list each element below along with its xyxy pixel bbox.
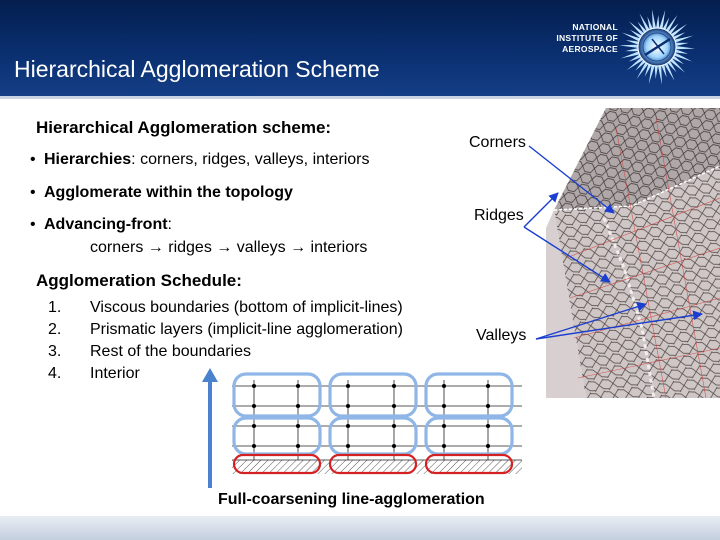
- schedule-item: Viscous boundaries (bottom of implicit-l…: [90, 299, 403, 316]
- title-underline: [0, 96, 720, 99]
- logo-line-1: NATIONAL: [572, 22, 618, 32]
- logo-ray: [635, 59, 646, 71]
- logo-ray: [664, 62, 675, 81]
- title-bar: Hierarchical Agglomeration Scheme NATION…: [0, 0, 720, 96]
- logo-ray: [637, 21, 647, 34]
- figure-caption: Full-coarsening line-agglomeration: [218, 491, 485, 508]
- advancing-front-sequence: corners → ridges → valleys → interiors: [90, 239, 368, 256]
- surface-mesh-image: [546, 108, 720, 398]
- logo-ray: [674, 35, 694, 43]
- section-title-hierarchical: Hierarchical Agglomeration scheme:: [36, 118, 332, 137]
- footer-bar: [0, 516, 720, 540]
- logo-ray: [621, 32, 641, 42]
- logo-ray: [675, 42, 689, 46]
- logo-ray: [636, 62, 649, 80]
- logo-ray: [626, 57, 644, 71]
- logo-ray: [647, 16, 653, 30]
- logo-ray: [625, 48, 639, 52]
- bullet-dot: •: [30, 184, 36, 201]
- logo-ray: [669, 58, 686, 73]
- logo-ray: [665, 14, 678, 32]
- logo-ray: [675, 46, 695, 50]
- logo-ray: [628, 21, 645, 36]
- logo-ray: [644, 63, 652, 77]
- logo-ray: [628, 54, 642, 62]
- logo-ray: [670, 23, 688, 37]
- logo-ray: [667, 60, 677, 73]
- section-title-schedule: Agglomeration Schedule:: [36, 271, 242, 290]
- slide-title: Hierarchical Agglomeration Scheme: [14, 56, 380, 82]
- institute-logo-icon: [619, 9, 695, 85]
- logo-ray: [654, 65, 658, 79]
- logo-ray: [659, 9, 666, 29]
- schedule-number: 4.: [48, 365, 62, 382]
- logo-ray: [662, 17, 670, 31]
- line-agglomeration-diagram: [202, 368, 522, 488]
- logo-ray: [625, 40, 639, 45]
- logo-ray: [620, 51, 640, 59]
- logo-ray: [675, 49, 689, 54]
- logo-ray: [661, 64, 667, 78]
- logo-ray: [672, 32, 686, 40]
- logo-ray: [673, 52, 693, 62]
- logo-line-2: INSTITUTE OF: [556, 33, 618, 43]
- schedule-number: 1.: [48, 299, 62, 316]
- logo-ray: [658, 65, 662, 85]
- bullet-advancing-front: •Advancing-front:: [30, 216, 172, 233]
- bullet-hierarchies: •Hierarchies: corners, ridges, valleys, …: [30, 151, 370, 168]
- logo-ray: [648, 65, 655, 85]
- logo-ray: [619, 44, 639, 48]
- logo-ray: [656, 15, 660, 29]
- logo-ray: [639, 13, 650, 32]
- logo-ray: [630, 29, 642, 39]
- schedule-number: 3.: [48, 343, 62, 360]
- schedule-item: Prismatic layers (implicit-line agglomer…: [90, 321, 403, 338]
- bullet-dot: •: [30, 216, 36, 233]
- label-corners: Corners: [469, 134, 526, 151]
- coarsening-direction-arrow: [202, 368, 218, 488]
- bullet-dot: •: [30, 151, 36, 168]
- schedule-item: Rest of the boundaries: [90, 343, 251, 360]
- label-ridges: Ridges: [474, 207, 524, 224]
- label-valleys: Valleys: [476, 327, 527, 344]
- schedule-number: 2.: [48, 321, 62, 338]
- bullet-agglomerate-topology: •Agglomerate within the topology: [30, 184, 293, 201]
- logo-line-3: AEROSPACE: [562, 44, 618, 54]
- logo-ray: [672, 55, 684, 65]
- institute-logo-text: NATIONAL INSTITUTE OF AEROSPACE: [556, 22, 618, 55]
- logo-ray: [668, 23, 679, 35]
- logo-ray: [652, 9, 656, 29]
- schedule-item: Interior: [90, 365, 140, 382]
